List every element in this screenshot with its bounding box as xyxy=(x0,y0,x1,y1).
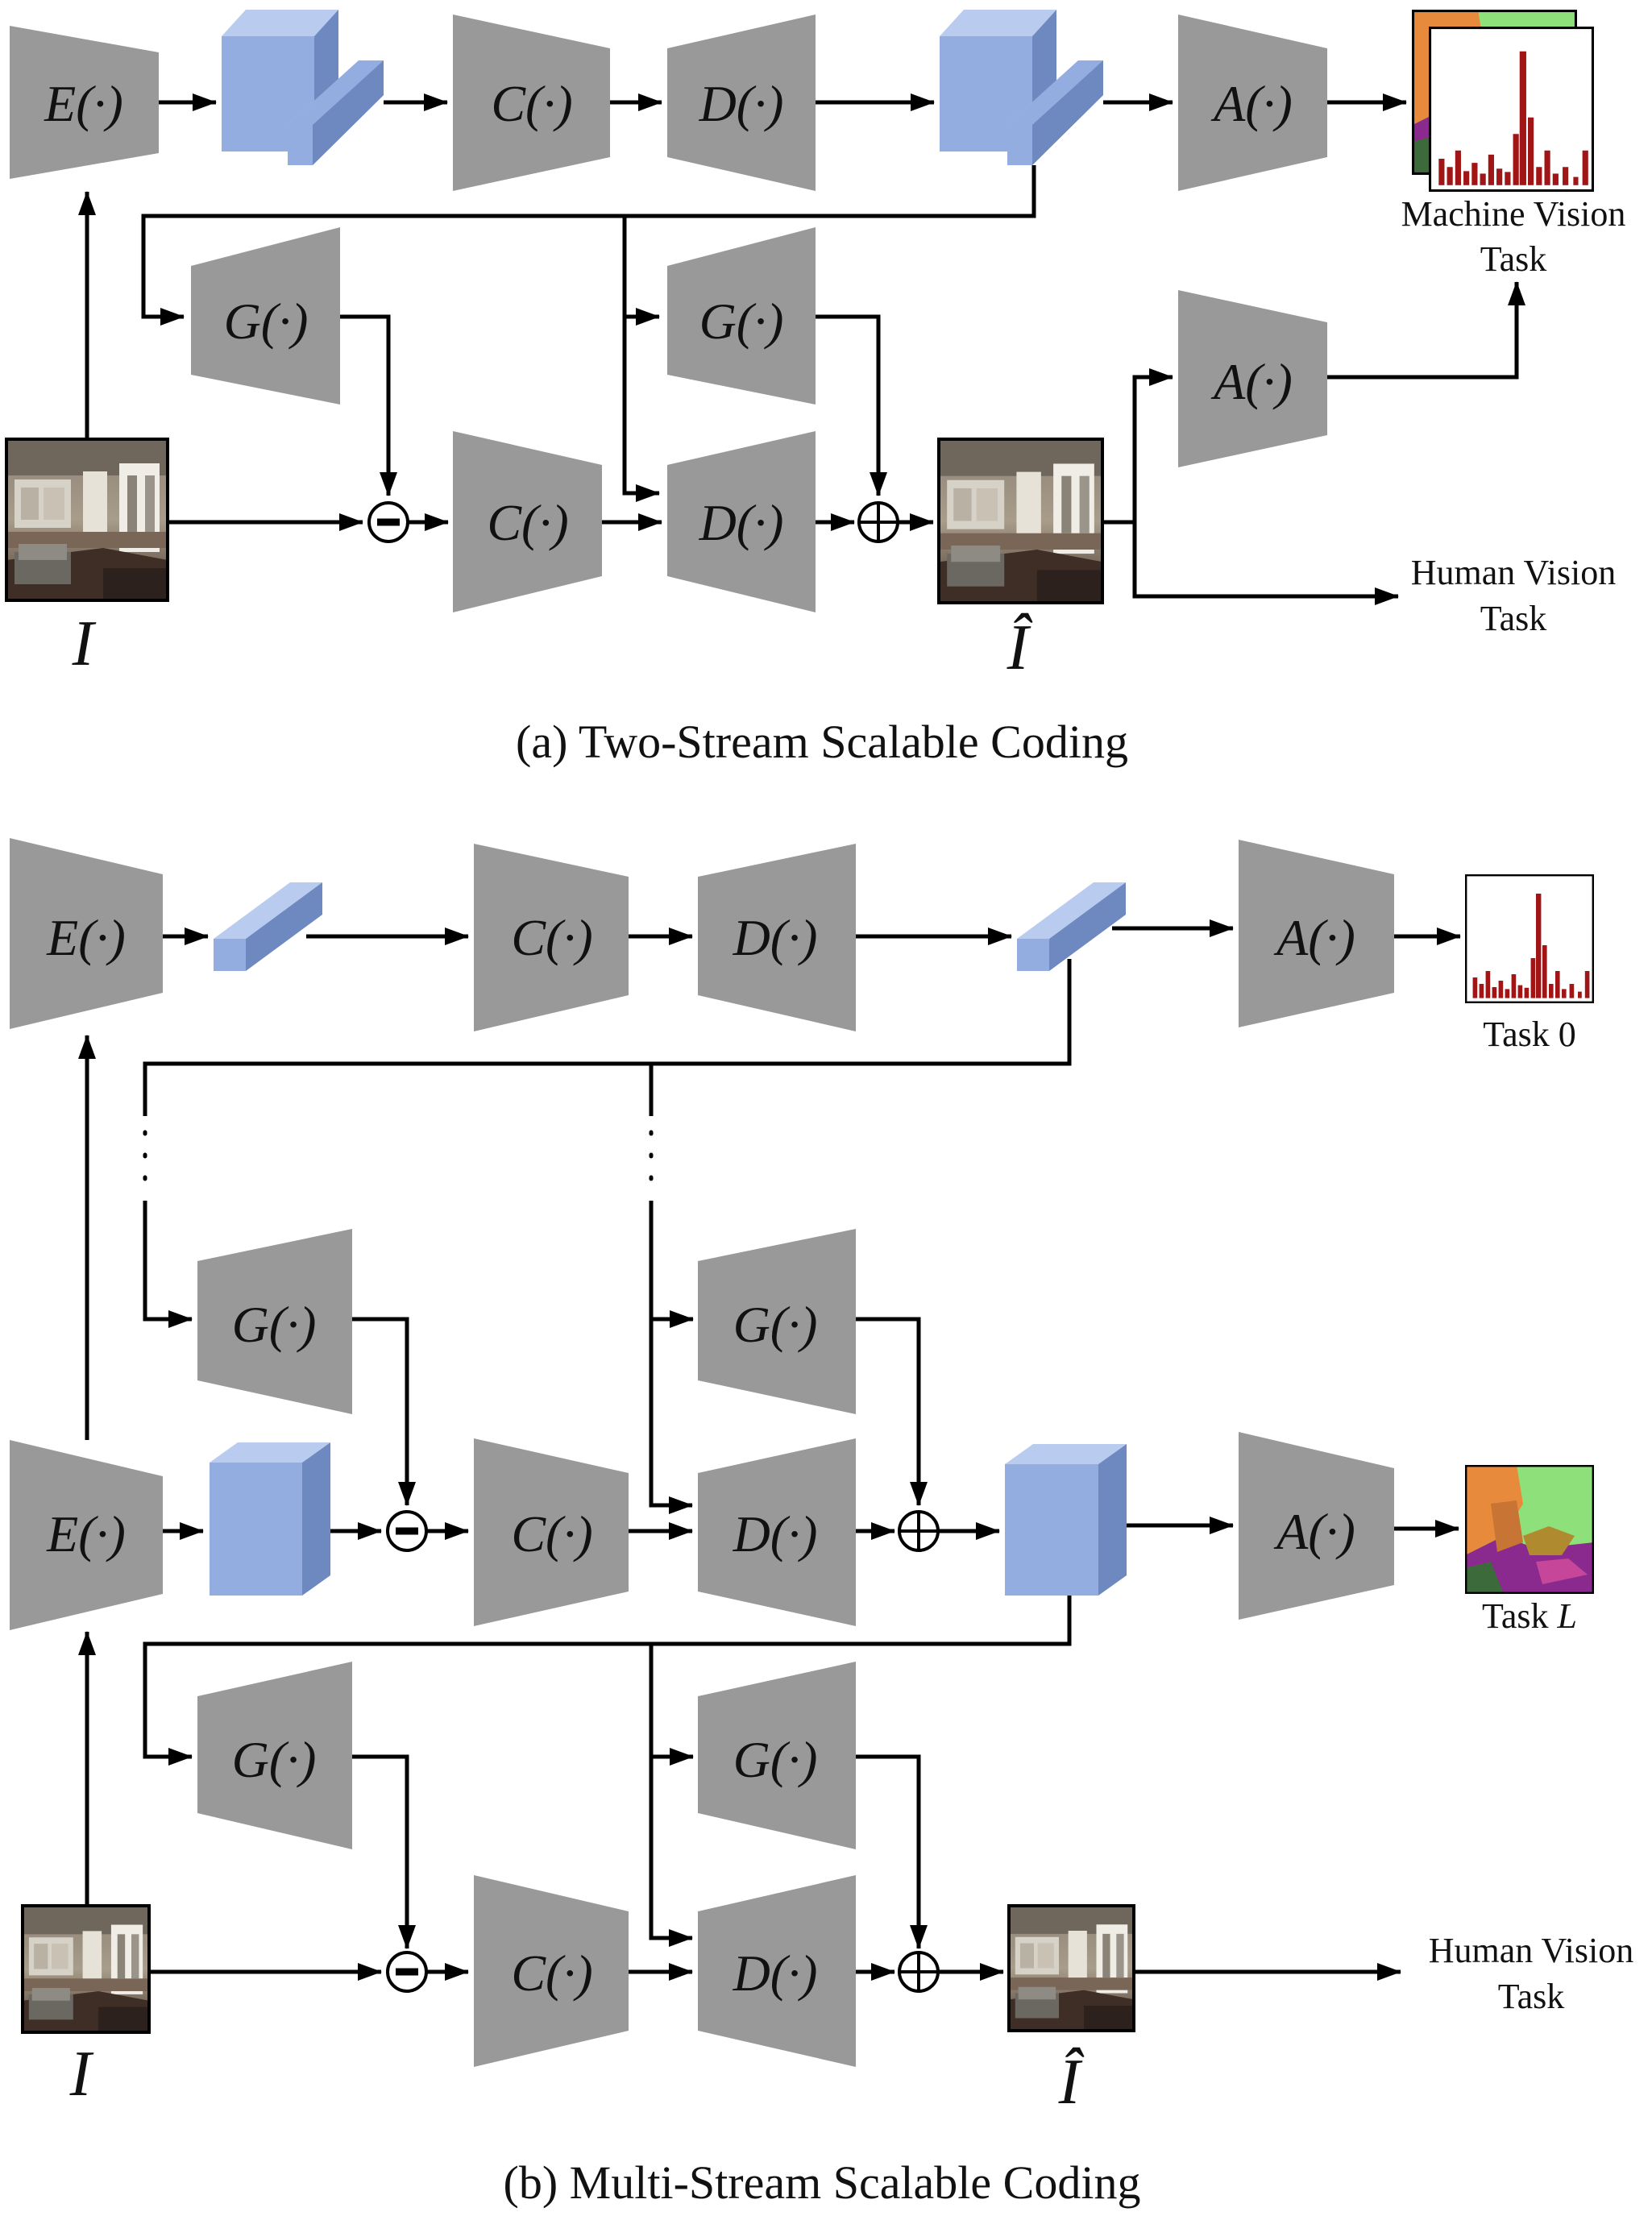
generator-block-a-right xyxy=(667,227,816,405)
recon-image-a xyxy=(937,438,1104,604)
compressor-block-b-bot xyxy=(474,1875,629,2067)
subtract-node-a xyxy=(367,501,409,543)
analyzer-block-a-bottom xyxy=(1178,290,1327,467)
subtract-node-b-mid xyxy=(386,1510,428,1552)
subtract-node-b-bot xyxy=(386,1951,428,1993)
generator-label-a-left: G(·) xyxy=(224,293,309,350)
panel-a: E(·) C(·) D(·) A(·) xyxy=(5,10,1626,768)
decoder-block-a-bottom xyxy=(667,431,816,612)
generator-block-b-mid-right xyxy=(698,1229,856,1414)
decoder-label-a: D(·) xyxy=(699,75,784,132)
recon-symbol-b: Î xyxy=(1058,2047,1085,2118)
feature-slab-b1 xyxy=(214,882,322,971)
generator-block-b-bot-left xyxy=(197,1662,352,1849)
human-vision-label-a-line2: Task xyxy=(1480,599,1546,638)
encoder-label-a: E(·) xyxy=(44,75,123,132)
recon-symbol-a: Î xyxy=(1007,612,1033,683)
feature-slab-b2 xyxy=(1017,882,1126,971)
feature-tensor-a2 xyxy=(940,10,1103,165)
histogram-output-task0 xyxy=(1465,874,1594,1003)
analyzer-label-a-bottom: A(·) xyxy=(1210,353,1293,410)
encoder-block-a xyxy=(10,26,159,179)
compressor-block-b-top xyxy=(474,844,629,1031)
decoder-block-b-top xyxy=(698,844,856,1031)
generator-label-a-right: G(·) xyxy=(699,293,784,350)
compressor-label-b-top: C(·) xyxy=(511,909,592,966)
caption-b: (b) Multi-Stream Scalable Coding xyxy=(504,2156,1141,2209)
decoder-label-b-bot: D(·) xyxy=(733,1944,818,2002)
machine-vision-label-line1: Machine Vision xyxy=(1401,194,1626,234)
decoder-label-b-top: D(·) xyxy=(733,909,818,966)
input-symbol-a: I xyxy=(72,608,97,679)
compressor-label-b-bot: C(·) xyxy=(511,1944,592,2002)
compressor-block-b-mid xyxy=(474,1438,629,1626)
add-node-b-mid xyxy=(898,1510,940,1552)
machine-vision-output xyxy=(1412,10,1594,192)
caption-a: (a) Two-Stream Scalable Coding xyxy=(516,716,1128,768)
analyzer-block-a-top xyxy=(1178,15,1327,191)
human-vision-label-a-line1: Human Vision xyxy=(1411,553,1616,592)
input-image-a xyxy=(5,438,169,602)
analyzer-label-b-top: A(·) xyxy=(1273,909,1355,966)
taskL-label: Task L xyxy=(1482,1596,1577,1636)
generator-label-b-mid-left: G(·) xyxy=(232,1296,317,1353)
input-symbol-b: I xyxy=(69,2039,94,2110)
segmentation-output-taskL xyxy=(1465,1465,1594,1594)
add-node-b-bot xyxy=(898,1951,940,1993)
decoder-block-b-bot xyxy=(698,1875,856,2067)
encoder-block-b-top xyxy=(10,838,163,1029)
generator-block-a-left xyxy=(191,227,340,405)
encoder-label-b-top: E(·) xyxy=(46,909,126,966)
panel-b: E(·) C(·) D(·) A(·) Task 0 xyxy=(10,838,1633,2209)
machine-vision-label-line2: Task xyxy=(1480,239,1546,279)
decoder-label-b-mid: D(·) xyxy=(733,1505,818,1562)
generator-label-b-bot-left: G(·) xyxy=(232,1731,317,1788)
decoder-label-a-bottom: D(·) xyxy=(699,494,784,551)
task0-label: Task 0 xyxy=(1483,1015,1575,1054)
feature-cube-b1 xyxy=(210,1442,330,1596)
human-vision-label-b-line1: Human Vision xyxy=(1429,1931,1633,1970)
compressor-block-a-bottom xyxy=(453,431,602,612)
recon-image-b xyxy=(1007,1904,1135,2032)
add-node-a xyxy=(857,501,899,543)
compressor-label-a: C(·) xyxy=(491,75,572,132)
feature-cube-b2 xyxy=(1005,1444,1127,1596)
compressor-label-b-mid: C(·) xyxy=(511,1505,592,1562)
decoder-block-a xyxy=(667,15,816,191)
compressor-label-a-bottom: C(·) xyxy=(487,494,568,551)
decoder-block-b-mid xyxy=(698,1438,856,1626)
analyzer-block-b-top xyxy=(1239,840,1394,1027)
generator-label-b-bot-right: G(·) xyxy=(733,1731,818,1788)
encoder-label-b-mid: E(·) xyxy=(46,1505,126,1562)
generator-block-b-mid-left xyxy=(197,1229,352,1414)
generator-label-b-mid-right: G(·) xyxy=(733,1296,818,1353)
human-vision-label-b-line2: Task xyxy=(1498,1977,1564,2016)
feature-tensor-a1 xyxy=(222,10,384,165)
analyzer-block-b-mid xyxy=(1239,1432,1394,1620)
compressor-block-a xyxy=(453,15,610,191)
encoder-block-b-mid xyxy=(10,1440,163,1630)
input-image-b xyxy=(21,1904,151,2034)
generator-block-b-bot-right xyxy=(698,1662,856,1849)
analyzer-label-a-top: A(·) xyxy=(1210,75,1293,132)
analyzer-label-b-mid: A(·) xyxy=(1273,1503,1355,1560)
